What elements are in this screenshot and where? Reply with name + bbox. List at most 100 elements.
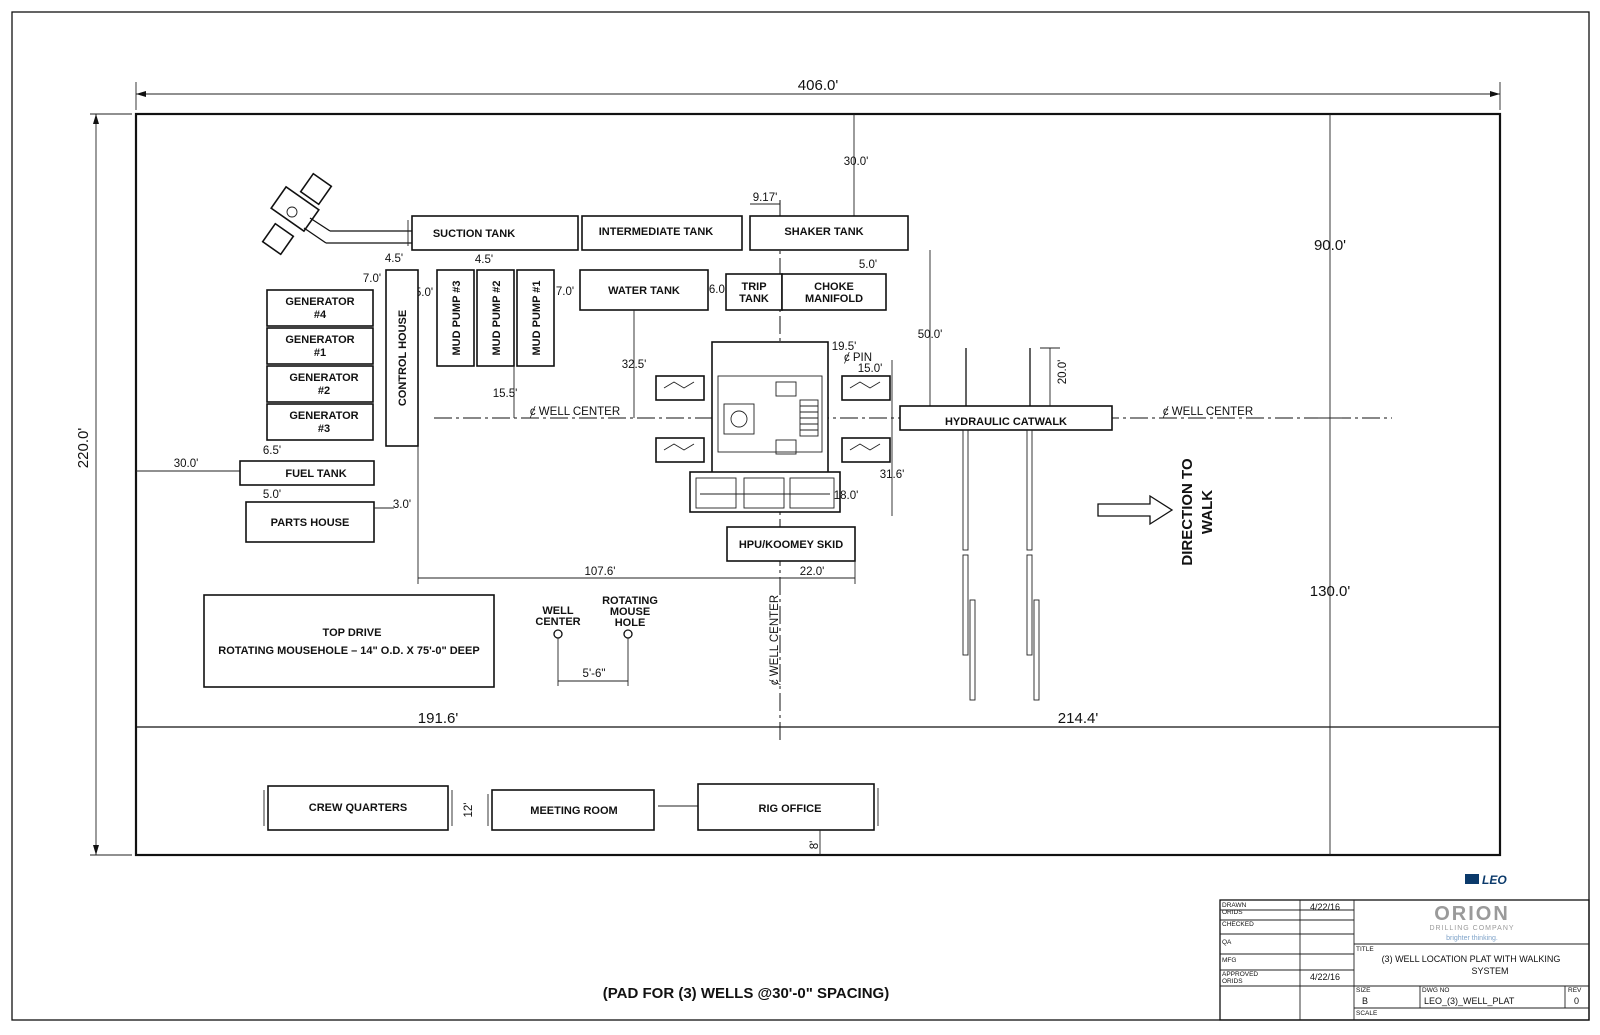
well-center-symbol-label-1: WELL — [542, 605, 573, 617]
hydraulic-catwalk: HYDRAULIC CATWALK — [899, 405, 1113, 431]
overall-height-dimension: 220.0' — [75, 113, 132, 856]
dim-45-b: 4.5' — [475, 254, 493, 266]
crew-quarters-label: CREW QUARTERS — [309, 802, 407, 814]
tb-dwg-label: DWG NO — [1422, 987, 1449, 994]
dim-2144: 214.4' — [1058, 710, 1099, 727]
generator-2: GENERATOR #2 — [266, 365, 374, 403]
well-center-label-right: ȼ WELL CENTER — [1163, 406, 1253, 418]
dim-56: 5'-6" — [583, 668, 606, 680]
hydraulic-catwalk-label: HYDRAULIC CATWALK — [945, 416, 1067, 428]
generator-3-number: #3 — [318, 423, 330, 435]
dim-6: 6.0' — [709, 284, 727, 296]
right-side-dimension: 90.0' 130.0' — [1310, 114, 1351, 855]
tb-tagline: brighter thinking. — [1446, 935, 1498, 942]
dim-20: 20.0' — [1057, 360, 1069, 385]
title-block: LEO DRAWN ORIDS 4/22/16 CHECKED QA MFG A… — [1219, 873, 1590, 1021]
shaker-tank: SHAKER TANK — [749, 215, 909, 251]
tb-approved-label: APPROVED — [1222, 971, 1258, 978]
water-tank-label: WATER TANK — [608, 285, 680, 297]
tb-approved-date: 4/22/16 — [1310, 972, 1340, 982]
rotating-mousehole-symbol-label-1: ROTATING — [602, 595, 658, 607]
control-house-label: CONTROL HOUSE — [397, 310, 409, 406]
tb-title-line1: (3) WELL LOCATION PLAT WITH WALKING — [1382, 954, 1561, 964]
generator-1: GENERATOR #1 — [266, 327, 374, 365]
suction-tank: SUCTION TANK — [407, 215, 579, 251]
rotating-mousehole-symbol: ROTATING MOUSE HOLE — [602, 595, 658, 686]
shale-shaker-equipment — [261, 172, 412, 256]
parts-house-label: PARTS HOUSE — [271, 517, 350, 529]
hpu-koomey-skid: HPU/KOOMEY SKID — [726, 526, 856, 562]
dim-22: 22.0' — [800, 566, 825, 578]
tb-title-label: TITLE — [1356, 946, 1374, 953]
direction-to-walk-label-2: WALK — [1199, 490, 1216, 534]
dim-7-a: 7.0' — [363, 273, 381, 285]
generator-1-label: GENERATOR — [285, 334, 354, 346]
dim-50: 50.0' — [918, 329, 943, 341]
top-drive-label: TOP DRIVE — [323, 627, 382, 639]
overall-height-label: 220.0' — [75, 428, 92, 469]
mud-pump-1: MUD PUMP #1 — [516, 269, 555, 367]
tb-company-sub: DRILLING COMPANY — [1429, 925, 1514, 932]
tb-dwg-no: LEO_(3)_WELL_PLAT — [1424, 996, 1515, 1006]
dim-65: 6.5' — [263, 445, 281, 457]
tb-scale-label: SCALE — [1356, 1010, 1378, 1017]
dim-45-a: 4.5' — [385, 253, 403, 265]
well-center-label-vertical: ȼ WELL CENTER — [769, 595, 781, 685]
mud-pump-3-label: MUD PUMP #3 — [451, 281, 463, 356]
trip-tank-label-2: TANK — [739, 293, 769, 305]
tb-drawn-by: ORIDS — [1222, 909, 1243, 916]
dim-1916: 191.6' — [418, 710, 459, 727]
intermediate-tank-label: INTERMEDIATE TANK — [599, 226, 714, 238]
dim-7-b: 7.0' — [556, 286, 574, 298]
pad-caption: (PAD FOR (3) WELLS @30'-0" SPACING) — [603, 985, 889, 1002]
generator-4-number: #4 — [314, 309, 327, 321]
leo-logo-icon — [1465, 874, 1479, 884]
tb-rev-label: REV — [1568, 987, 1582, 994]
intermediate-tank: INTERMEDIATE TANK — [581, 215, 743, 251]
rotating-mousehole-label: ROTATING MOUSEHOLE – 14" O.D. X 75'-0" D… — [218, 645, 479, 657]
dim-316: 31.6' — [880, 469, 905, 481]
choke-manifold-label-1: CHOKE — [814, 281, 854, 293]
dim-5-a: 5.0' — [415, 287, 433, 299]
tb-checked-label: CHECKED — [1222, 921, 1254, 928]
dim-917: 9.17' — [753, 192, 778, 204]
dim-12: 12' — [463, 803, 475, 818]
dim-1076: 107.6' — [585, 566, 616, 578]
mud-pump-2: MUD PUMP #2 — [476, 269, 515, 367]
dim-8: 8' — [809, 841, 821, 850]
tb-qa-label: QA — [1222, 939, 1232, 946]
dim-130: 130.0' — [1310, 583, 1351, 600]
direction-to-walk-label-1: DIRECTION TO — [1179, 458, 1196, 566]
generator-3: GENERATOR #3 — [266, 403, 374, 441]
dim-90: 90.0' — [1314, 237, 1346, 254]
overall-width-label: 406.0' — [798, 77, 839, 94]
dim-3: 3.0' — [393, 499, 411, 511]
top-drive-note: TOP DRIVE ROTATING MOUSEHOLE – 14" O.D. … — [203, 594, 495, 688]
overall-width-dimension: 406.0' — [135, 77, 1501, 110]
mud-pump-3: MUD PUMP #3 — [436, 269, 475, 367]
generator-2-number: #2 — [318, 385, 330, 397]
dim-18: 18.0' — [834, 490, 859, 502]
well-center-symbol: WELL CENTER — [535, 605, 581, 686]
tb-drawn-date: 4/22/16 — [1310, 902, 1340, 912]
tb-size-label: SIZE — [1356, 987, 1371, 994]
dim-30-left: 30.0' — [174, 458, 199, 470]
rotating-mousehole-symbol-label-2: MOUSE — [610, 606, 650, 618]
leo-logo-label: LEO — [1482, 873, 1507, 887]
tb-title-line2: SYSTEM — [1471, 966, 1508, 976]
shaker-tank-label: SHAKER TANK — [784, 226, 863, 238]
rig-substructure — [655, 341, 891, 513]
sheet-border — [11, 11, 1590, 1021]
dim-5-b: 5.0' — [859, 259, 877, 271]
mud-pump-2-label: MUD PUMP #2 — [491, 281, 503, 356]
meeting-room: MEETING ROOM — [487, 789, 655, 831]
tb-rev: 0 — [1574, 996, 1579, 1006]
trip-tank-label-1: TRIP — [741, 281, 766, 293]
rig-office-label: RIG OFFICE — [759, 803, 822, 815]
generator-4: GENERATOR #4 — [266, 289, 374, 327]
well-center-symbol-label-2: CENTER — [535, 616, 580, 628]
water-tank: WATER TANK — [579, 269, 709, 311]
pipe-racks — [962, 347, 1060, 701]
dim-325: 32.5' — [622, 359, 647, 371]
dim-155: 15.5' — [493, 388, 518, 400]
